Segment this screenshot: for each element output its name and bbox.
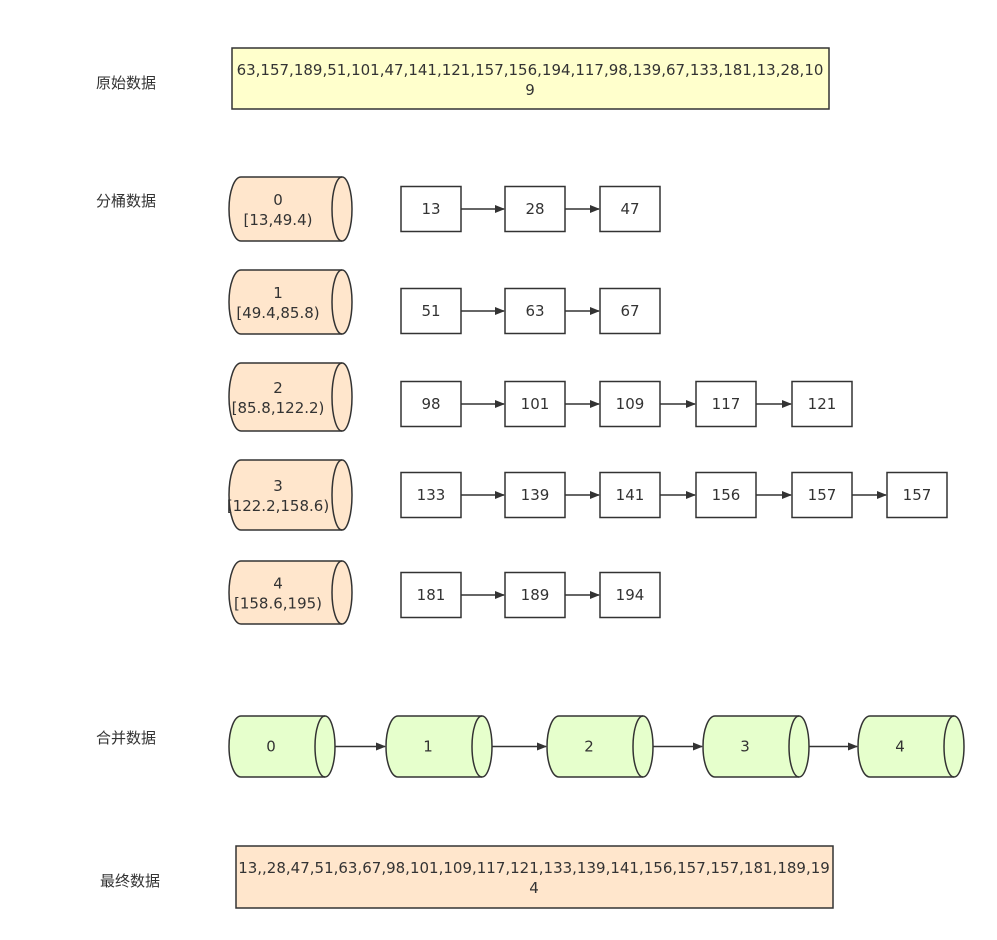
final-data-box: 13,,28,47,51,63,67,98,101,109,117,121,13… bbox=[235, 845, 834, 909]
bucket-index: 2 bbox=[273, 379, 283, 397]
bucket-index: 4 bbox=[273, 575, 283, 593]
bucket-range: [13,49.4) bbox=[244, 211, 313, 229]
final-data-line-2: 4 bbox=[529, 879, 539, 897]
list-node: 47 bbox=[599, 185, 661, 233]
list-node-value: 47 bbox=[620, 200, 639, 218]
list-node-value: 101 bbox=[521, 395, 550, 413]
merged-cylinder-2: 2 bbox=[546, 715, 654, 778]
bucket-index: 3 bbox=[273, 477, 283, 495]
list-node-value: 63 bbox=[525, 302, 544, 320]
bucket-row-3: 3 [122.2,158.6) 133 139 141 156 157 157 bbox=[227, 459, 948, 531]
list-node: 51 bbox=[400, 287, 462, 335]
list-node: 63 bbox=[504, 287, 566, 335]
list-node: 139 bbox=[504, 471, 566, 519]
list-node-value: 109 bbox=[616, 395, 645, 413]
list-node-value: 133 bbox=[417, 486, 446, 504]
list-node: 117 bbox=[695, 380, 757, 428]
original-data-line-1: 63,157,189,51,101,47,141,121,157,156,194… bbox=[237, 61, 824, 79]
original-data-line-2: 9 bbox=[525, 81, 535, 99]
merged-bucket-index: 1 bbox=[423, 738, 433, 756]
label-merged-data: 合并数据 bbox=[96, 729, 156, 747]
bucket-cylinder-0: 0 [13,49.4) bbox=[228, 176, 353, 242]
bucket-range: [85.8,122.2) bbox=[232, 399, 325, 417]
list-node-value: 189 bbox=[521, 586, 550, 604]
bucket-row-0: 0 [13,49.4) 13 28 47 bbox=[228, 176, 661, 242]
list-node-value: 157 bbox=[903, 486, 932, 504]
bucket-range: [122.2,158.6) bbox=[227, 497, 329, 515]
list-node-value: 98 bbox=[421, 395, 440, 413]
bucket-index: 1 bbox=[273, 284, 283, 302]
list-node: 194 bbox=[599, 571, 661, 619]
merged-cylinder-1: 1 bbox=[385, 715, 493, 778]
bucket-cylinder-4: 4 [158.6,195) bbox=[228, 560, 353, 625]
list-node-value: 67 bbox=[620, 302, 639, 320]
list-node: 28 bbox=[504, 185, 566, 233]
list-node-value: 194 bbox=[616, 586, 645, 604]
list-node-value: 51 bbox=[421, 302, 440, 320]
list-node: 121 bbox=[791, 380, 853, 428]
original-data-box: 63,157,189,51,101,47,141,121,157,156,194… bbox=[231, 47, 830, 110]
bucket-row-1: 1 [49.4,85.8) 51 63 67 bbox=[228, 269, 661, 335]
list-node: 157 bbox=[791, 471, 853, 519]
list-node: 157 bbox=[886, 471, 948, 519]
bucket-cylinder-2: 2 [85.8,122.2) bbox=[228, 362, 353, 432]
list-node: 101 bbox=[504, 380, 566, 428]
list-node: 133 bbox=[400, 471, 462, 519]
bucket-range: [158.6,195) bbox=[234, 595, 322, 613]
bucket-cylinder-3: 3 [122.2,158.6) bbox=[227, 459, 353, 531]
bucket-row-4: 4 [158.6,195) 181 189 194 bbox=[228, 560, 661, 625]
list-node: 156 bbox=[695, 471, 757, 519]
bucket-rows: 0 [13,49.4) 13 28 47 1 [49.4,85.8) 51 63 67 2 [85.8… bbox=[227, 176, 948, 625]
merged-bucket-index: 3 bbox=[740, 738, 750, 756]
bucket-index: 0 bbox=[273, 191, 283, 209]
merged-bucket-index: 0 bbox=[266, 738, 276, 756]
list-node-value: 121 bbox=[808, 395, 837, 413]
bucket-range: [49.4,85.8) bbox=[236, 304, 319, 322]
label-bucket-data: 分桶数据 bbox=[96, 192, 156, 210]
list-node: 141 bbox=[599, 471, 661, 519]
list-node: 181 bbox=[400, 571, 462, 619]
merged-buckets-row: 0 1 2 3 4 bbox=[228, 715, 965, 778]
bucket-cylinder-1: 1 [49.4,85.8) bbox=[228, 269, 353, 335]
bucket-row-2: 2 [85.8,122.2) 98 101 109 117 121 bbox=[228, 362, 853, 432]
label-final-data: 最终数据 bbox=[100, 872, 160, 890]
merged-cylinder-0: 0 bbox=[228, 715, 336, 778]
list-node: 189 bbox=[504, 571, 566, 619]
list-node: 13 bbox=[400, 185, 462, 233]
list-node-value: 28 bbox=[525, 200, 544, 218]
list-node: 109 bbox=[599, 380, 661, 428]
list-node-value: 181 bbox=[417, 586, 446, 604]
merged-cylinder-3: 3 bbox=[702, 715, 810, 778]
list-node-value: 117 bbox=[712, 395, 741, 413]
merged-bucket-index: 4 bbox=[895, 738, 905, 756]
merged-cylinder-4: 4 bbox=[857, 715, 965, 778]
list-node: 67 bbox=[599, 287, 661, 335]
list-node-value: 141 bbox=[616, 486, 645, 504]
list-node: 98 bbox=[400, 380, 462, 428]
list-node-value: 157 bbox=[808, 486, 837, 504]
list-node-value: 139 bbox=[521, 486, 550, 504]
list-node-value: 13 bbox=[421, 200, 440, 218]
final-data-line-1: 13,,28,47,51,63,67,98,101,109,117,121,13… bbox=[238, 859, 830, 877]
list-node-value: 156 bbox=[712, 486, 741, 504]
merged-bucket-index: 2 bbox=[584, 738, 594, 756]
label-original-data: 原始数据 bbox=[96, 74, 156, 92]
